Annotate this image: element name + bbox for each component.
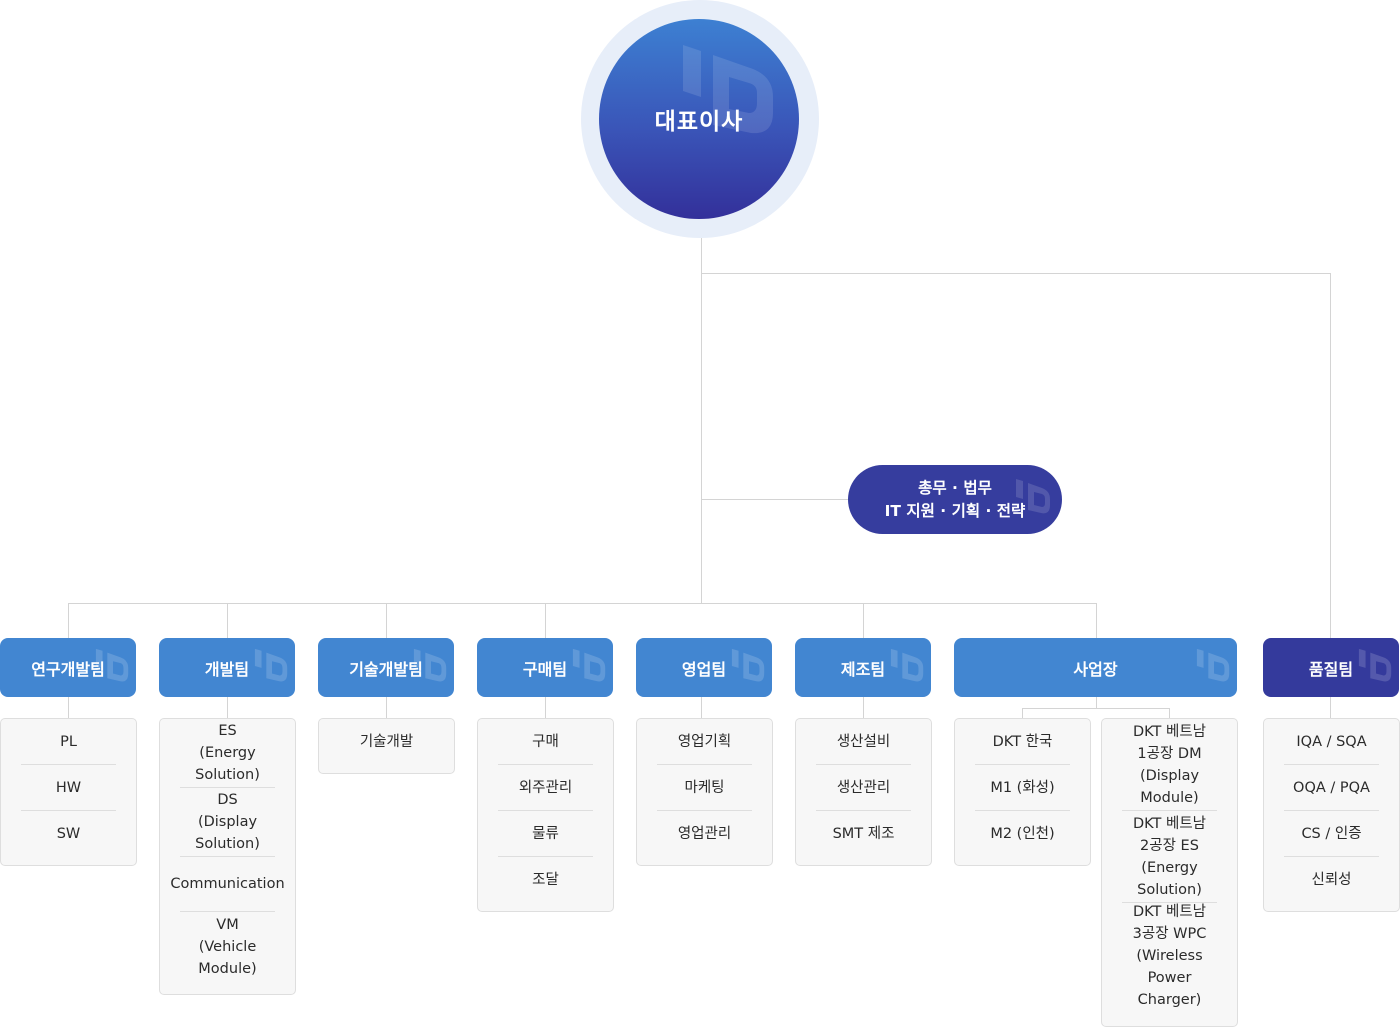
subteam-item: M2 (인천) [990, 826, 1055, 842]
subteam-list-sales: 영업기획 마케팅 영업관리 [636, 718, 773, 866]
company-logo-icon [254, 648, 288, 682]
dept-name: 사업장 [1073, 659, 1118, 679]
company-logo-icon [683, 45, 773, 134]
company-logo-icon [95, 648, 129, 682]
staff-branch-line [701, 499, 849, 500]
subteam-item: M1 (화성) [975, 765, 1070, 811]
dept-development: 개발팀 [159, 638, 295, 697]
dept-tech: 기술개발팀 [318, 638, 454, 697]
subteam-item: OQA / PQA [1284, 765, 1379, 811]
subteam-item: 기술개발 [359, 734, 414, 750]
subteam-item: VM(Vehicle Module) [198, 916, 257, 977]
subteam-item: 영업관리 [677, 826, 732, 842]
company-logo-icon [731, 648, 765, 682]
drop-line [701, 697, 702, 718]
drop-line [1096, 603, 1097, 638]
subteam-item: 영업기획 [657, 719, 752, 765]
dept-name: 구매팀 [522, 659, 568, 679]
staff-label-line1: 총무 · 법무 [918, 478, 992, 497]
subteam-list-tech: 기술개발 [318, 718, 455, 774]
dept-quality: 품질팀 [1263, 638, 1399, 697]
subteam-item: 생산설비 [816, 719, 911, 765]
drop-line [863, 697, 864, 718]
dept-name: 품질팀 [1308, 659, 1354, 679]
subteam-item: HW [21, 765, 116, 811]
subteam-item: DKT 베트남 1공장 DM (Display Module) [1122, 719, 1217, 811]
dept-name: 기술개발팀 [349, 659, 423, 679]
dept-name: 제조팀 [840, 659, 886, 679]
company-logo-icon [1358, 648, 1392, 682]
company-logo-icon [1016, 479, 1050, 514]
subteam-item: SW [56, 826, 81, 842]
drop-line [227, 697, 228, 718]
company-logo-icon [890, 648, 924, 682]
dept-business-sites: 사업장 [954, 638, 1237, 697]
site-list-vietnam: DKT 베트남 1공장 DM (Display Module) DKT 베트남 … [1101, 718, 1238, 1027]
ceo-label: 대표이사 [654, 109, 744, 135]
dept-name: 개발팀 [204, 659, 250, 679]
drop-line [1096, 697, 1097, 708]
staff-label-line2: IT 지원 · 기획 · 전략 [884, 501, 1026, 520]
drop-line [386, 603, 387, 638]
dept-manufacturing: 제조팀 [795, 638, 931, 697]
company-logo-icon [413, 648, 447, 682]
subteam-item: 신뢰성 [1311, 872, 1352, 888]
dept-bus-line [68, 603, 1097, 604]
drop-line [386, 697, 387, 718]
drop-line [545, 697, 546, 718]
drop-line [227, 603, 228, 638]
subteam-item: CS / 인증 [1284, 811, 1379, 857]
subteam-list-purchasing: 구매 외주관리 물류 조달 [477, 718, 614, 912]
drop-line [863, 603, 864, 638]
subteam-list-quality: IQA / SQA OQA / PQA CS / 인증 신뢰성 [1263, 718, 1400, 912]
subteam-list-manufacturing: 생산설비 생산관리 SMT 제조 [795, 718, 932, 866]
ceo-node: 대표이사 [599, 19, 799, 219]
company-logo-icon [572, 648, 606, 682]
ceo-trunk-line [701, 238, 702, 604]
drop-line [545, 603, 546, 638]
subteam-item: 마케팅 [657, 765, 752, 811]
dept-sales: 영업팀 [636, 638, 772, 697]
site-list-korea: DKT 한국 M1 (화성) M2 (인천) [954, 718, 1091, 866]
subteam-item: DKT 베트남 3공장 WPC (Wireless Power Charger) [1132, 904, 1207, 1008]
company-logo-icon [1196, 648, 1230, 682]
subteam-item: ES(Energy Solution) [180, 719, 275, 788]
dept-name: 연구개발팀 [31, 659, 105, 679]
subteam-list-rnd: PL HW SW [0, 718, 137, 866]
subteam-item: DKT 베트남 2공장 ES (Energy Solution) [1122, 811, 1217, 903]
dept-rnd: 연구개발팀 [0, 638, 136, 697]
site-split-line [1022, 708, 1169, 709]
drop-line [1169, 708, 1170, 718]
quality-branch-horizontal [701, 273, 1331, 274]
subteam-item: PL [21, 719, 116, 765]
staff-node: 총무 · 법무 IT 지원 · 기획 · 전략 [848, 465, 1062, 534]
subteam-item: DS(Display Solution) [180, 788, 275, 857]
drop-line [68, 697, 69, 718]
subteam-item: 조달 [532, 872, 559, 888]
subteam-item: IQA / SQA [1284, 719, 1379, 765]
drop-line [1330, 697, 1331, 718]
subteam-item: 구매 [498, 719, 593, 765]
drop-line [1022, 708, 1023, 718]
subteam-item: DKT 한국 [975, 719, 1070, 765]
subteam-item: 물류 [498, 811, 593, 857]
dept-name: 영업팀 [681, 659, 727, 679]
subteam-item: 외주관리 [498, 765, 593, 811]
drop-line [68, 603, 69, 638]
subteam-item: 생산관리 [816, 765, 911, 811]
dept-purchasing: 구매팀 [477, 638, 613, 697]
subteam-list-development: ES(Energy Solution) DS(Display Solution)… [159, 718, 296, 995]
subteam-item: Communication [170, 857, 285, 912]
subteam-item: SMT 제조 [832, 826, 895, 842]
quality-branch-vertical [1330, 273, 1331, 638]
